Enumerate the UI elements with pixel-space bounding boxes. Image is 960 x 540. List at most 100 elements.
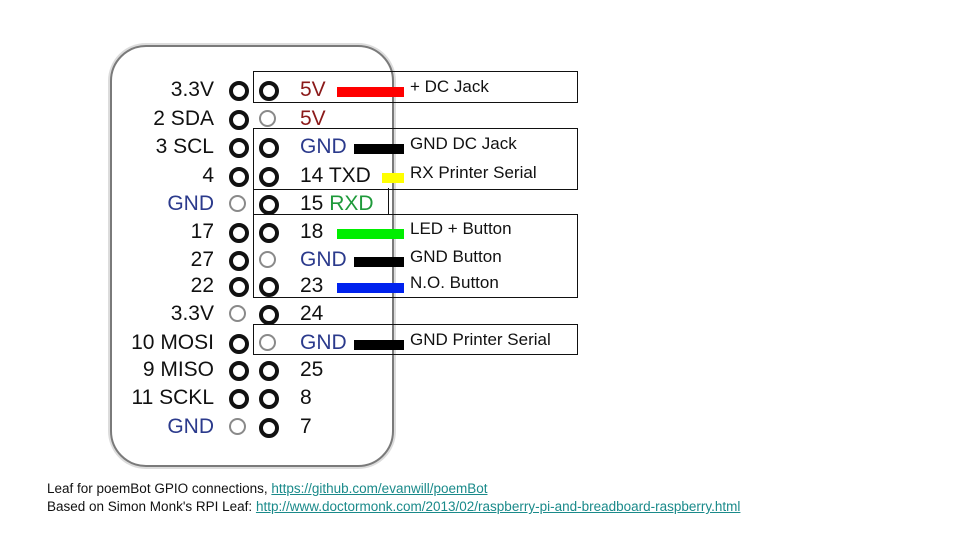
right-pin-text: 18	[300, 220, 324, 243]
left-pin-label: GND	[167, 415, 214, 438]
right-pin-text: 25	[300, 358, 324, 381]
pin-row: 17 18 LED + Button	[0, 219, 960, 246]
pin-hole-odd-icon	[229, 305, 246, 322]
left-pin-label: 2 SDA	[153, 107, 214, 130]
wire-swatch	[354, 144, 404, 154]
footer-text-1: Leaf for poemBot GPIO connections,	[47, 481, 272, 496]
wire-swatch	[354, 257, 404, 267]
right-pin-label: 25	[300, 359, 323, 381]
footer-line-1: Leaf for poemBot GPIO connections, https…	[47, 481, 488, 497]
connection-label: GND Printer Serial	[410, 330, 551, 349]
group-box-button-wiring	[253, 214, 578, 298]
pin-row: 9 MISO 25	[0, 357, 960, 384]
pin-hole-odd-icon	[229, 334, 249, 354]
pin-row: 3.3V 5V + DC Jack	[0, 77, 960, 104]
pin-hole-even-icon	[259, 251, 276, 268]
right-pin-label: 7	[300, 416, 312, 438]
connection-label: GND Button	[410, 247, 502, 266]
pin-hole-odd-icon	[229, 389, 249, 409]
left-pin-label: 27	[190, 248, 214, 271]
right-pin-text: 15	[300, 192, 330, 215]
poembot-link[interactable]: https://github.com/evanwill/poemBot	[271, 481, 488, 496]
pin-hole-even-icon	[259, 389, 279, 409]
right-pin-label: 5V	[300, 108, 326, 130]
pin-hole-odd-icon	[229, 138, 249, 158]
pin-hole-even-icon	[259, 195, 279, 215]
pin-row: 2 SDA 5V	[0, 106, 960, 133]
pin-row: GND 15 RXD	[0, 191, 960, 218]
group-box-gnd-dc-and-rx-serial	[253, 128, 578, 190]
pin-hole-odd-icon	[229, 251, 249, 271]
wire-swatch	[337, 229, 404, 239]
right-pin-text: 23	[300, 274, 324, 297]
pin-row: 3.3V 24	[0, 301, 960, 328]
right-pin-text: 7	[300, 415, 312, 438]
pin-hole-even-icon	[259, 138, 279, 158]
right-pin-label: GND	[300, 332, 347, 354]
pin-hole-odd-icon	[229, 277, 249, 297]
right-pin-text: GND	[300, 135, 347, 158]
wire-swatch	[337, 283, 404, 293]
group-box-rxd	[253, 188, 389, 215]
right-pin-text: 24	[300, 302, 324, 325]
left-pin-label: 3 SCL	[155, 135, 214, 158]
pin-row: GND 7	[0, 414, 960, 441]
connection-label: GND DC Jack	[410, 134, 517, 153]
right-pin-label: 8	[300, 387, 312, 409]
connection-label: RX Printer Serial	[410, 163, 537, 182]
left-pin-label: 3.3V	[170, 302, 214, 325]
left-pin-label: 4	[202, 164, 214, 187]
left-pin-label: 3.3V	[170, 78, 214, 101]
left-pin-label: 9 MISO	[142, 358, 214, 381]
connection-label: + DC Jack	[410, 77, 489, 96]
right-pin-label: 5V	[300, 79, 326, 101]
pin-row: 10 MOSI GND GND Printer Serial	[0, 330, 960, 357]
rxd-label: RXD	[329, 192, 374, 215]
right-pin-text: GND	[300, 331, 347, 354]
connection-label: LED + Button	[410, 219, 512, 238]
group-box-gnd-printer-serial	[253, 324, 578, 355]
left-pin-label: 10 MOSI	[131, 331, 214, 354]
gpio-leaf-outline	[110, 45, 394, 467]
pin-row: 4 14 TXD RX Printer Serial	[0, 163, 960, 190]
footer-line-2: Based on Simon Monk's RPI Leaf: http://w…	[47, 499, 740, 515]
doctormonk-link[interactable]: http://www.doctormonk.com/2013/02/raspbe…	[255, 499, 741, 514]
pin-hole-odd-icon	[229, 418, 246, 435]
pin-hole-odd-icon	[229, 167, 249, 187]
pin-row: 27 GND GND Button	[0, 247, 960, 274]
pin-hole-even-icon	[259, 223, 279, 243]
pin-hole-even-icon	[259, 277, 279, 297]
left-pin-label: 22	[190, 274, 214, 297]
right-pin-label: 18	[300, 221, 323, 243]
pin-hole-even-icon	[259, 334, 276, 351]
left-pin-label: 17	[190, 220, 214, 243]
left-pin-label: 11 SCKL	[131, 386, 215, 409]
pin-row: 11 SCKL 8	[0, 385, 960, 412]
connection-label: N.O. Button	[410, 273, 499, 292]
pin-hole-odd-icon	[229, 195, 246, 212]
right-pin-label: GND	[300, 136, 347, 158]
right-pin-text: GND	[300, 248, 347, 271]
right-pin-label: 23	[300, 275, 323, 297]
wire-swatch	[337, 87, 404, 97]
left-pin-label: GND	[167, 192, 214, 215]
pin-hole-even-icon	[259, 305, 279, 325]
pin-hole-odd-icon	[229, 81, 249, 101]
pin-row: 3 SCL GND GND DC Jack	[0, 134, 960, 161]
group-box-dc-jack-positive	[253, 71, 578, 103]
pin-hole-odd-icon	[229, 110, 249, 130]
right-pin-text: 8	[300, 386, 312, 409]
pin-hole-odd-icon	[229, 361, 249, 381]
right-pin-text: 5V	[300, 107, 326, 130]
pin-hole-even-icon	[259, 418, 279, 438]
pin-row: 22 23 N.O. Button	[0, 273, 960, 300]
right-pin-text: 14 TXD	[300, 164, 371, 187]
wire-swatch	[382, 173, 404, 183]
pin-hole-odd-icon	[229, 223, 249, 243]
right-pin-label: GND	[300, 249, 347, 271]
right-pin-text: 5V	[300, 78, 326, 101]
right-pin-label: 14 TXD	[300, 165, 371, 187]
wire-swatch	[354, 340, 404, 350]
pin-hole-even-icon	[259, 167, 279, 187]
right-pin-label: 15 RXD	[300, 193, 374, 215]
